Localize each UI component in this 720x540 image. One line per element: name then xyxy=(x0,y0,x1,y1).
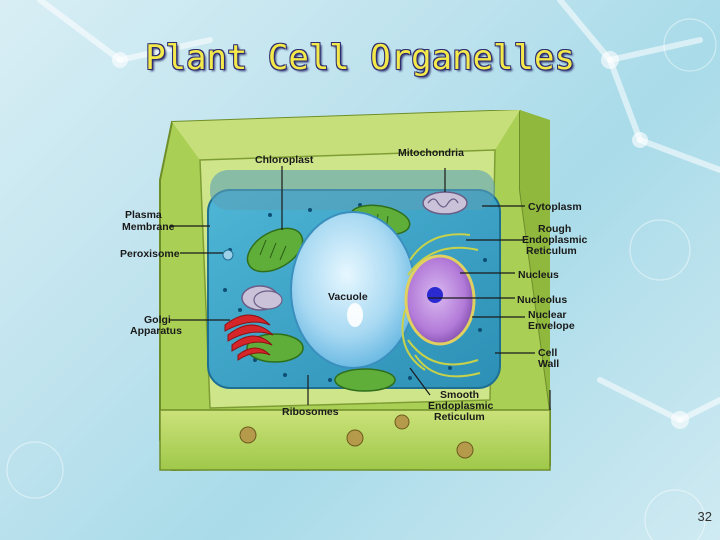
mitochondria xyxy=(241,191,468,311)
label-rough-er-line1: Rough xyxy=(538,223,571,235)
label-plasma-membrane-line1: Plasma xyxy=(125,209,162,221)
label-golgi-line2: Apparatus xyxy=(130,325,182,337)
label-cell-wall-line1: Cell xyxy=(538,347,557,359)
peroxisome xyxy=(222,249,234,261)
label-golgi-line1: Golgi xyxy=(144,314,171,326)
label-nuclear-envelope-line2: Envelope xyxy=(528,320,575,332)
label-cytoplasm: Cytoplasm xyxy=(528,201,582,213)
slide-title: Plant Cell Organelles xyxy=(145,38,575,78)
plant-cell-diagram: Chloroplast Mitochondria Cytoplasm Plasm… xyxy=(120,110,588,472)
label-nucleolus: Nucleolus xyxy=(517,294,567,306)
label-chloroplast: Chloroplast xyxy=(255,154,314,166)
label-peroxisome: Peroxisome xyxy=(120,248,180,260)
label-rough-er-line3: Reticulum xyxy=(526,245,577,257)
leader-lines xyxy=(170,166,551,410)
page-number: 32 xyxy=(697,509,712,524)
label-smooth-er-line2: Endoplasmic xyxy=(428,400,494,412)
label-ribosomes: Ribosomes xyxy=(282,406,339,418)
label-vacuole: Vacuole xyxy=(328,291,368,303)
vacuole xyxy=(290,211,416,369)
golgi-apparatus xyxy=(224,314,274,361)
label-nuclear-envelope-line1: Nuclear xyxy=(528,309,567,321)
label-smooth-er-line3: Reticulum xyxy=(434,411,485,423)
label-nucleus: Nucleus xyxy=(518,269,559,281)
label-rough-er-line2: Endoplasmic xyxy=(522,234,588,246)
rough-endoplasmic-reticulum xyxy=(401,233,481,378)
cell-wall-pits xyxy=(239,414,474,459)
label-smooth-er-line1: Smooth xyxy=(440,389,479,401)
label-mitochondria: Mitochondria xyxy=(398,147,464,159)
label-cell-wall-line2: Wall xyxy=(538,358,559,370)
nucleolus xyxy=(427,287,443,303)
nucleus xyxy=(404,254,476,346)
label-plasma-membrane-line2: Membrane xyxy=(122,221,175,233)
